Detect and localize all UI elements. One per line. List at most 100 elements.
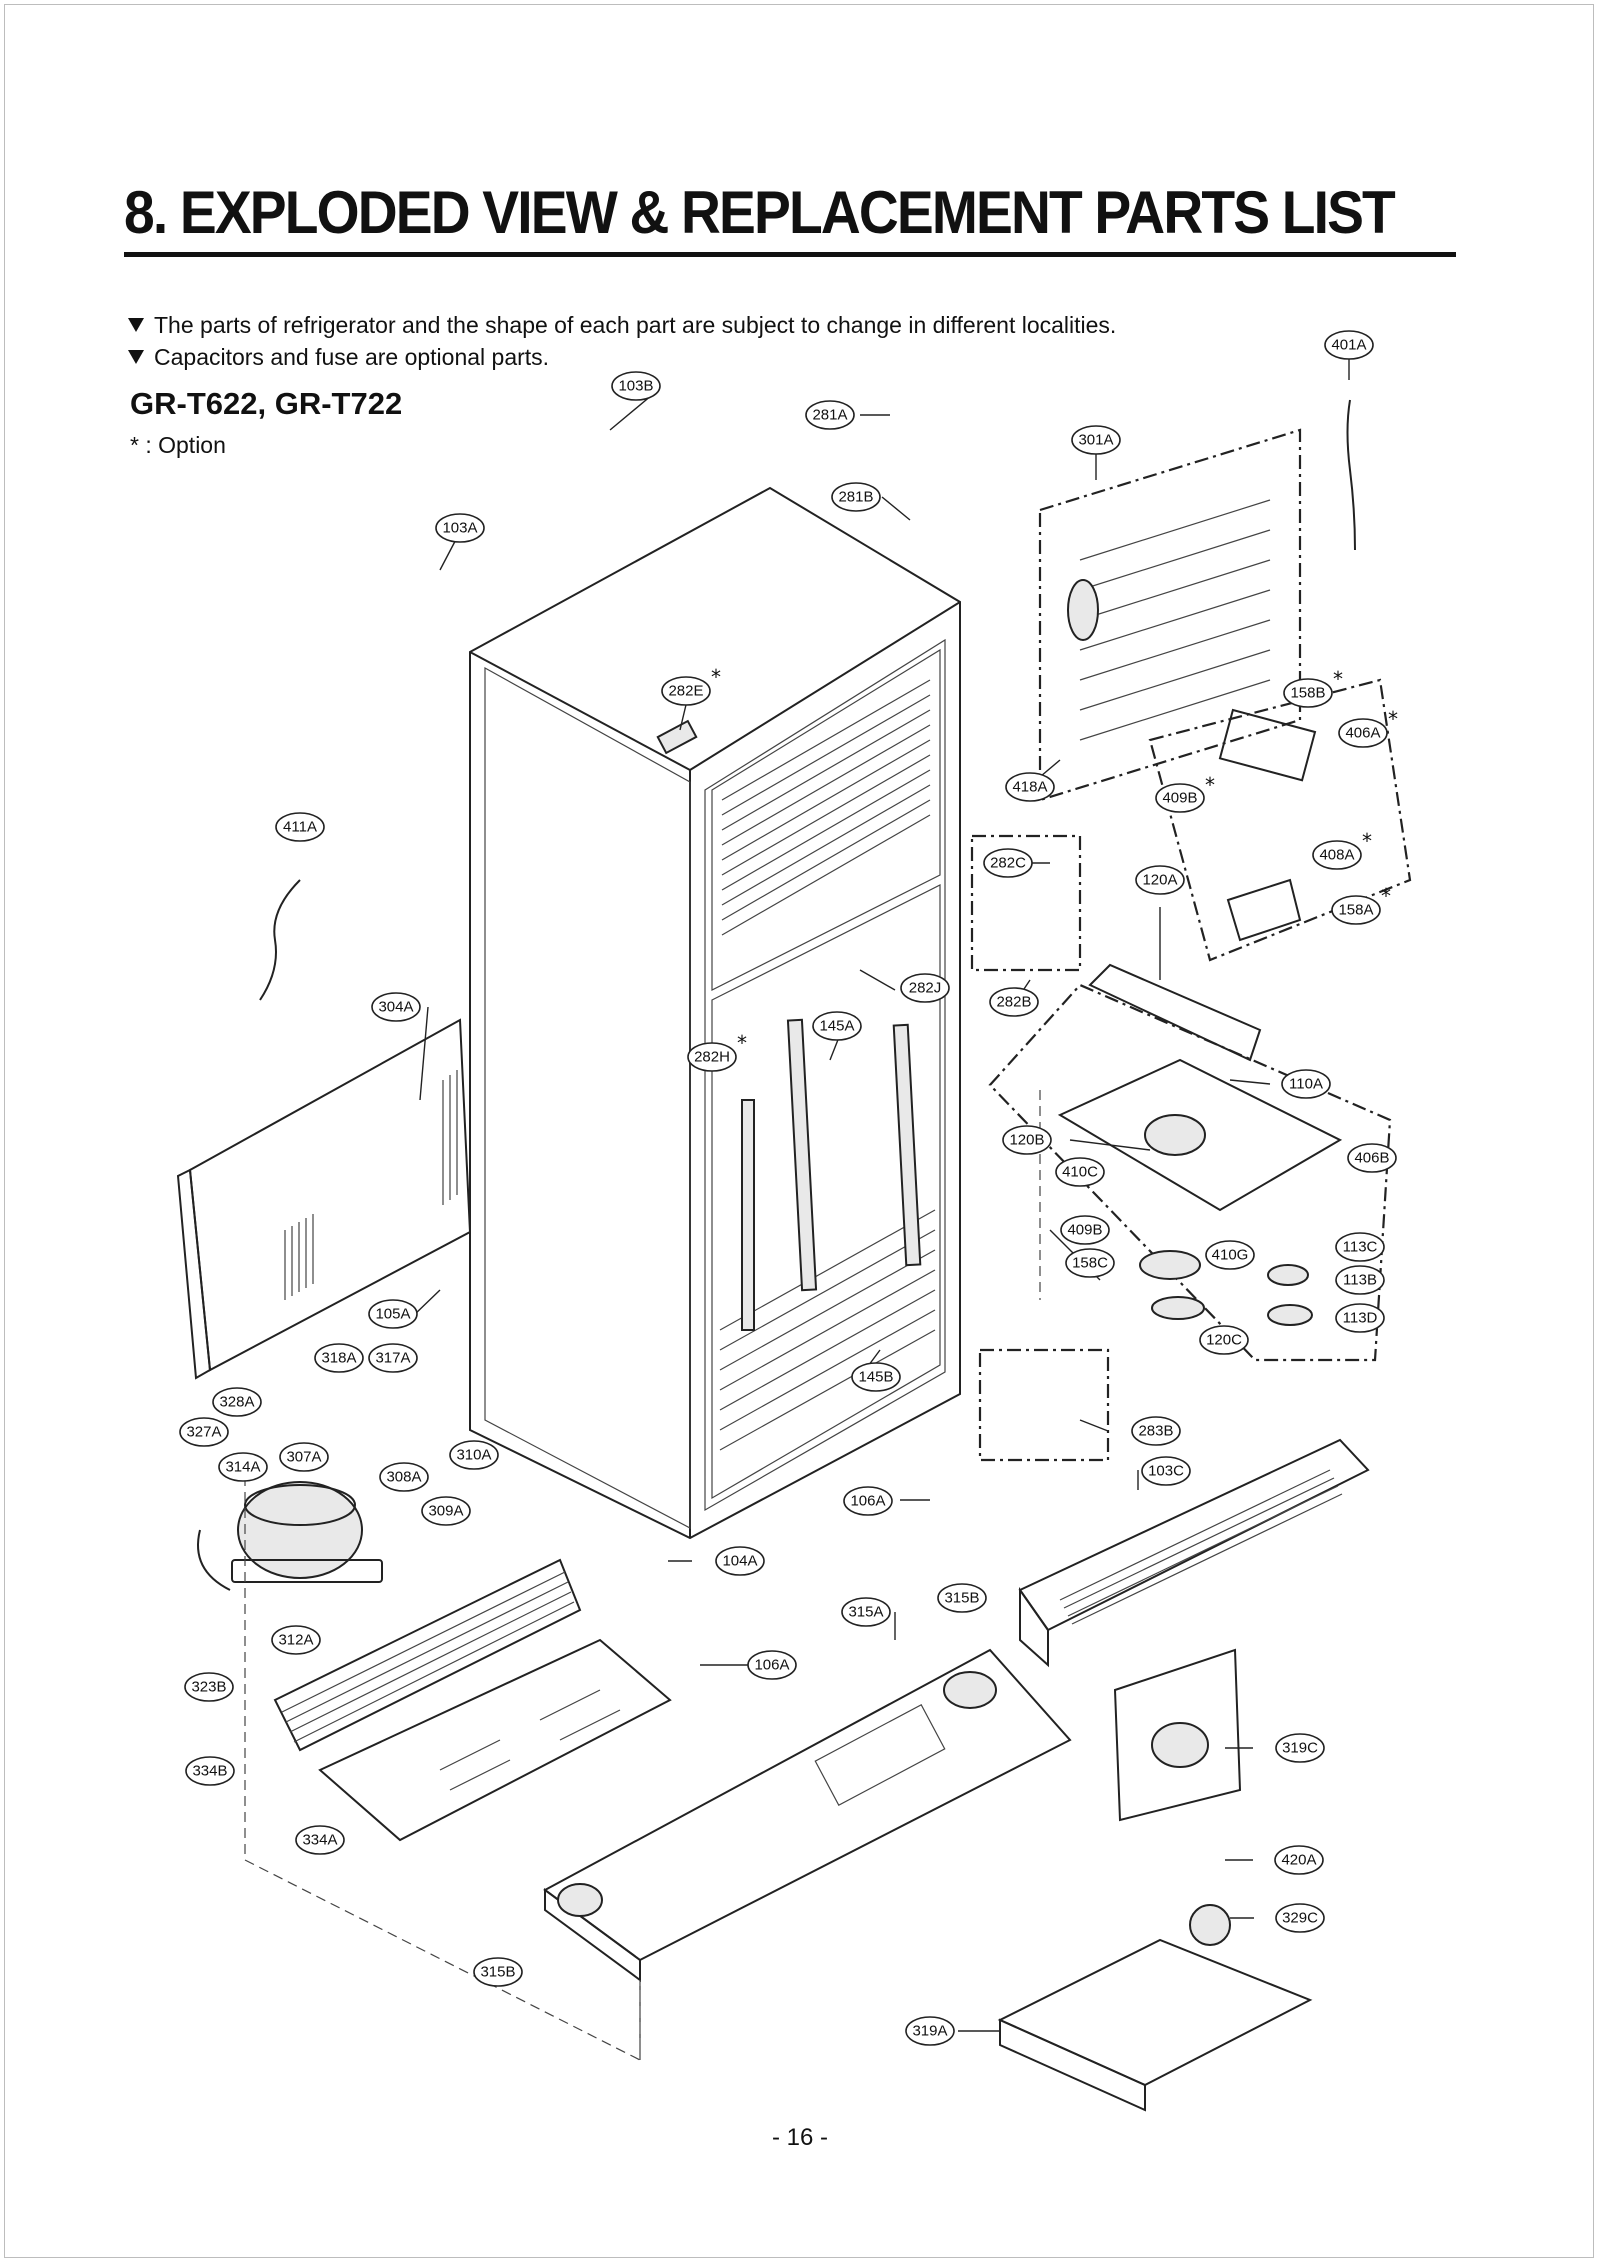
callout-310a: 310A [449,1440,499,1470]
callout-401a-label: 401A [1331,337,1366,354]
note-localities-text: The parts of refrigerator and the shape … [154,312,1117,338]
callout-158a: 158A [1331,895,1381,925]
callout-317a: 317A [368,1343,418,1373]
callout-113d-label: 113D [1343,1310,1378,1327]
callout-158b: 158B [1283,678,1333,708]
callout-283b-label: 283B [1138,1423,1173,1440]
note-optional-parts-text: Capacitors and fuse are optional parts. [154,344,550,370]
callout-328a-label: 328A [219,1394,254,1411]
option-marker: * [1205,773,1215,797]
option-marker: * [737,1031,747,1055]
callout-103c: 103C [1141,1456,1191,1486]
callout-409b-mid: 409B [1060,1215,1110,1245]
callout-282b: 282B [989,987,1039,1017]
power-cord [259,879,301,1001]
callout-103c-label: 103C [1148,1463,1184,1480]
callout-408a: 408A [1312,840,1362,870]
callout-312a-label: 312A [278,1632,313,1649]
callout-282h-label: 282H [694,1049,730,1066]
callout-410g-label: 410G [1212,1247,1249,1264]
defrost-sensor-group [1148,678,1412,962]
callout-113d: 113D [1335,1303,1385,1333]
option-marker: * [711,665,721,689]
callout-103b-label: 103B [618,378,653,395]
note-optional-parts: Capacitors and fuse are optional parts. [128,344,549,371]
callout-409b-mid-label: 409B [1067,1222,1102,1239]
callout-409b-top: 409B [1155,783,1205,813]
callout-281b: 281B [831,482,881,512]
callout-103a-label: 103A [442,520,477,537]
callout-410g: 410G [1205,1240,1255,1270]
callout-282j-label: 282J [909,980,942,997]
callout-418a: 418A [1005,772,1055,802]
base-frame-315a [543,1648,1072,1982]
callout-318a: 318A [314,1343,364,1373]
callout-110a: 110A [1281,1069,1331,1099]
triangle-bullet-icon [128,318,144,332]
callout-281a-label: 281A [812,407,847,424]
callout-308a-label: 308A [386,1469,421,1486]
callout-105a-label: 105A [375,1306,410,1323]
callout-104a-label: 104A [722,1553,757,1570]
assembly-guides [244,1090,1041,2061]
callout-301a: 301A [1071,425,1121,455]
machine-room-fan [1113,1648,1242,1946]
callout-283b: 283B [1131,1416,1181,1446]
callout-420a: 420A [1274,1845,1324,1875]
condenser-coil [273,1558,582,1752]
callout-334a: 334A [295,1825,345,1855]
callout-314a-label: 314A [225,1459,260,1476]
callout-304a-label: 304A [378,999,413,1016]
callout-120b-label: 120B [1009,1132,1044,1149]
callout-328a: 328A [212,1387,262,1417]
callout-418a-label: 418A [1012,779,1047,796]
callout-317a-label: 317A [375,1350,410,1367]
title-underline [124,252,1456,257]
callout-315a: 315A [841,1597,891,1627]
callout-420a-label: 420A [1281,1852,1316,1869]
callout-281a: 281A [805,400,855,430]
callout-319c-label: 319C [1282,1740,1318,1757]
callout-281b-label: 281B [838,489,873,506]
callout-106a-bot-label: 106A [754,1657,789,1674]
model-heading: GR-T622, GR-T722 [130,386,403,421]
callout-145b-label: 145B [858,1369,893,1386]
callout-103b: 103B [611,371,661,401]
callout-282c: 282C [983,848,1033,878]
callout-145a-label: 145A [819,1018,854,1035]
callout-leaders [412,345,1350,2032]
callout-411a-label: 411A [283,819,317,836]
callout-327a: 327A [179,1417,229,1447]
callout-319c: 319C [1275,1733,1325,1763]
callout-304a: 304A [371,992,421,1022]
callout-110a-label: 110A [1289,1076,1323,1093]
callout-106a-top: 106A [843,1486,893,1516]
option-marker: * [1362,829,1372,853]
callout-406a-label: 406A [1345,725,1380,742]
callout-113b: 113B [1335,1265,1385,1295]
callout-334a-label: 334A [302,1832,337,1849]
callout-323b: 323B [184,1672,234,1702]
evaporation-tray-319a [997,1938,1313,2112]
page-number: - 16 - [771,2124,828,2151]
callout-120a-label: 120A [1142,872,1177,889]
lead-wire-401a [1346,399,1356,551]
callout-329c: 329C [1275,1903,1325,1933]
callout-309a-label: 309A [428,1503,463,1520]
callout-158b-label: 158B [1290,685,1325,702]
callout-334b-label: 334B [192,1763,227,1780]
callout-406a: 406A [1338,718,1388,748]
callout-307a-label: 307A [286,1449,321,1466]
callout-113c: 113C [1335,1232,1385,1262]
callout-315b-top-label: 315B [944,1590,979,1607]
refrigerator-cabinet [469,486,961,1540]
callout-103a: 103A [435,513,485,543]
front-grille-103c [1018,1438,1370,1668]
callout-282j: 282J [900,973,950,1003]
callout-315b-bot: 315B [473,1957,523,1987]
callout-318a-label: 318A [321,1350,356,1367]
callout-307a: 307A [279,1442,329,1472]
callout-105a: 105A [368,1299,418,1329]
callout-282e: 282E [661,676,711,706]
callout-308a: 308A [379,1462,429,1492]
